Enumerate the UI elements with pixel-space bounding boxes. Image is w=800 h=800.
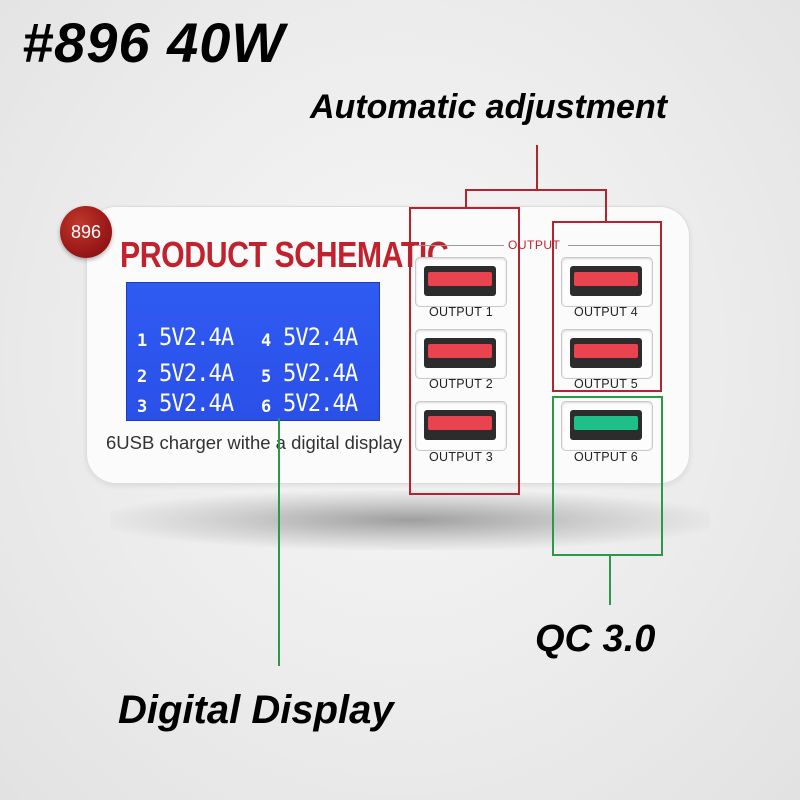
lcd-channel: 2 bbox=[137, 367, 148, 387]
usb-port-4 bbox=[561, 257, 653, 307]
lcd-reading: 5V2.4A bbox=[159, 323, 234, 351]
lcd-channel: 6 bbox=[261, 397, 272, 417]
automatic-adjustment-callout: Automatic adjustment bbox=[310, 88, 668, 126]
model-badge: 896 bbox=[60, 206, 112, 258]
output-header-line bbox=[568, 245, 660, 246]
product-title: #896 40W bbox=[22, 11, 286, 74]
lcd-channel: 1 bbox=[137, 331, 148, 351]
usb-port-1 bbox=[415, 257, 507, 307]
port-tongue bbox=[574, 416, 638, 430]
lcd-channel: 4 bbox=[261, 331, 272, 351]
port-label: OUTPUT 6 bbox=[574, 450, 638, 464]
port-label: OUTPUT 1 bbox=[429, 305, 493, 319]
lcd-channel: 5 bbox=[261, 367, 272, 387]
port-tongue bbox=[574, 344, 638, 358]
usb-port-5 bbox=[561, 329, 653, 379]
output-header-line bbox=[414, 245, 504, 246]
port-tongue bbox=[428, 272, 492, 286]
lcd-row: 3 5V2.4A 6 5V2.4A bbox=[127, 389, 379, 419]
lcd-row: 2 5V2.4A 5 5V2.4A bbox=[127, 359, 379, 389]
lcd-reading: 5V2.4A bbox=[283, 323, 358, 351]
usb-port-3 bbox=[415, 401, 507, 451]
device-subtitle: 6USB charger withe a digital display bbox=[106, 432, 403, 453]
usb-port-2 bbox=[415, 329, 507, 379]
lcd-channel: 3 bbox=[137, 397, 148, 417]
port-tongue bbox=[428, 344, 492, 358]
lcd-reading: 5V2.4A bbox=[283, 389, 358, 417]
lcd-reading: 5V2.4A bbox=[159, 359, 234, 387]
port-tongue bbox=[574, 272, 638, 286]
port-label: OUTPUT 4 bbox=[574, 305, 638, 319]
usb-port-6-qc bbox=[561, 401, 653, 451]
port-label: OUTPUT 2 bbox=[429, 377, 493, 391]
digital-display-callout: Digital Display bbox=[118, 688, 394, 732]
qc-callout: QC 3.0 bbox=[535, 618, 656, 660]
lcd-row: 1 5V2.4A 4 5V2.4A bbox=[127, 323, 379, 353]
port-label: OUTPUT 5 bbox=[574, 377, 638, 391]
port-label: OUTPUT 3 bbox=[429, 450, 493, 464]
port-tongue bbox=[428, 416, 492, 430]
output-header: OUTPUT bbox=[508, 238, 561, 252]
lcd-reading: 5V2.4A bbox=[159, 389, 234, 417]
lcd-display: 1 5V2.4A 4 5V2.4A 2 5V2.4A 5 5V2.4A 3 5V… bbox=[126, 282, 380, 421]
device-shadow bbox=[110, 490, 710, 550]
product-schematic-heading: PRODUCT SCHEMATIC bbox=[120, 234, 449, 275]
lcd-reading: 5V2.4A bbox=[283, 359, 358, 387]
